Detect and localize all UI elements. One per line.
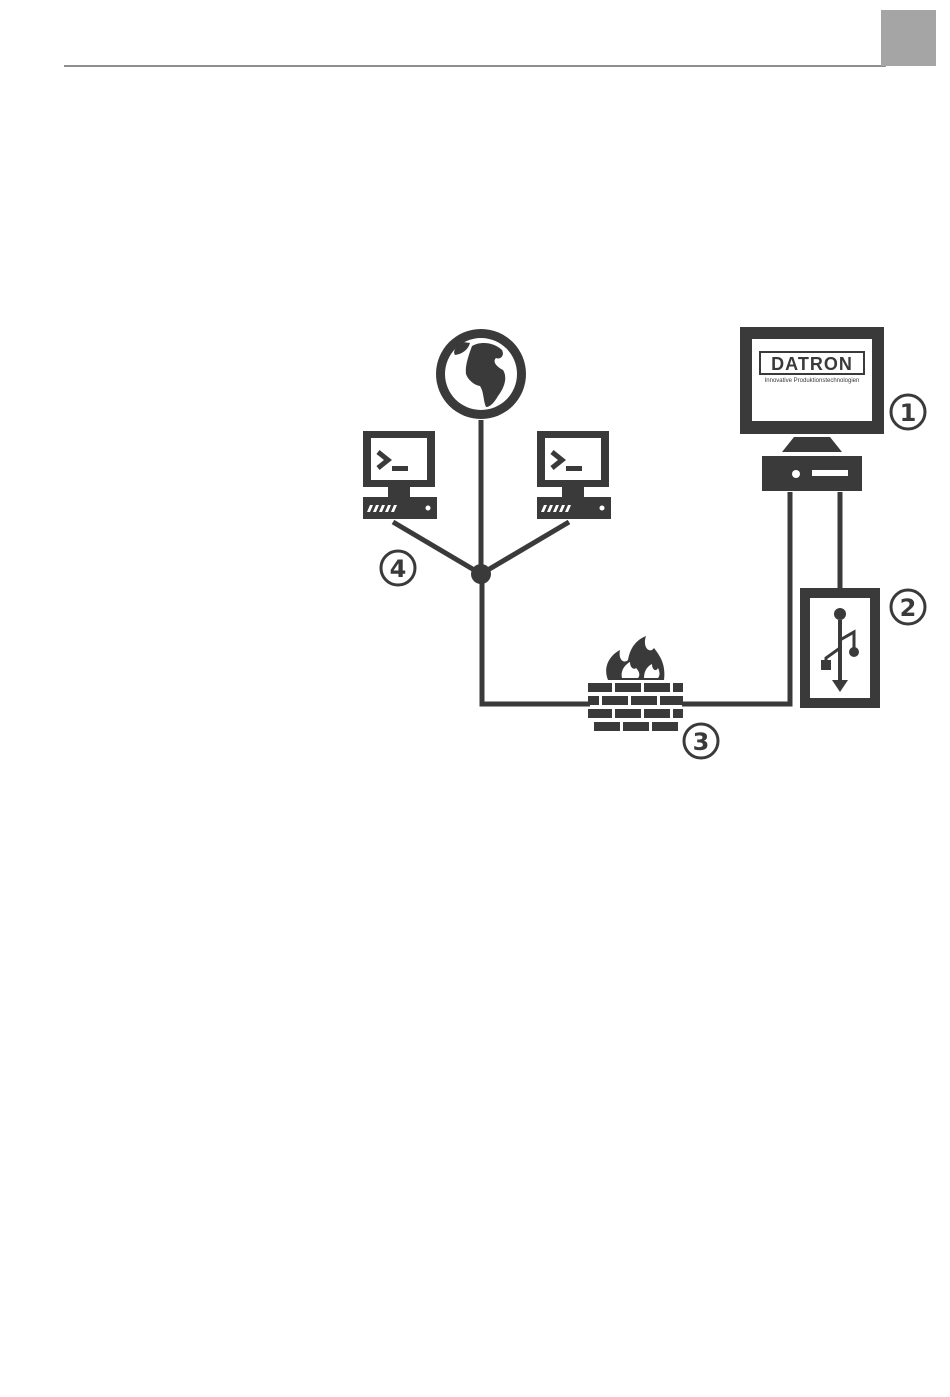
network-junction-node <box>471 564 491 584</box>
firewall-to-pc-line <box>682 492 790 704</box>
callout-2-label: 2 <box>900 594 917 622</box>
callout-3-label: 3 <box>693 728 710 756</box>
callout-4-label: 4 <box>390 555 407 583</box>
datron-workstation-icon: DATRON Innovative Produktionstechnologie… <box>740 327 884 491</box>
callout-1-label: 1 <box>900 399 917 427</box>
datron-brand-tagline: Innovative Produktionstechnologien <box>765 378 860 384</box>
globe-icon <box>436 329 526 419</box>
right-terminal-link-line <box>481 522 569 574</box>
callout-3: 3 <box>684 724 718 758</box>
callout-4: 4 <box>381 551 415 585</box>
terminal-computer-icon-right <box>537 431 611 519</box>
usb-stick-icon <box>800 588 880 708</box>
firewall-icon <box>588 636 683 731</box>
terminal-computer-icon-left <box>363 431 437 519</box>
trunk-line <box>482 575 590 704</box>
datron-brand-name: DATRON <box>771 354 853 374</box>
callout-1: 1 <box>891 395 925 429</box>
callout-2: 2 <box>891 590 925 624</box>
